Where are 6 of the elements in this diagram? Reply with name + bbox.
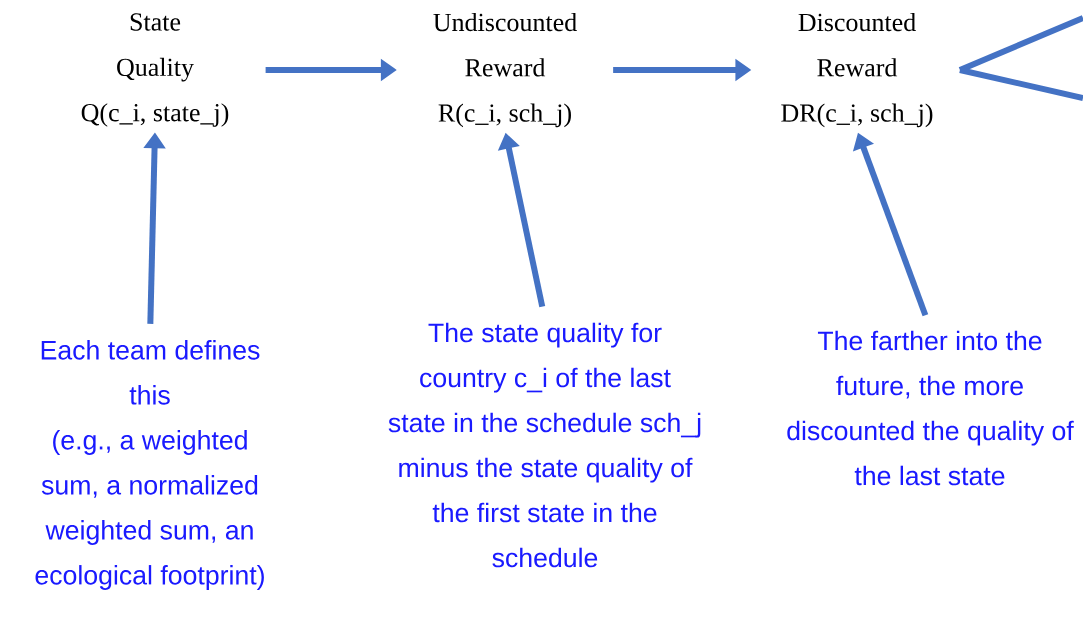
annotation-text: The state quality for country c_i of the last state in the schedule sch_j minus the state quality of the first state in the schedule — [388, 322, 701, 568]
term-label: Discounted Reward DR(c_i, sch_j) — [781, 12, 933, 128]
term-label: State Quality Q(c_i, state_j) — [81, 13, 229, 127]
annotation-text: Each team defines this (e.g., a weighted sum, a normalized weighted sum, an ecological footprint) — [35, 340, 264, 590]
term-label: Undiscounted Reward R(c_i, sch_j) — [433, 12, 577, 128]
annotation-text: The farther into the future, the more discounted the quality of the last state — [787, 330, 1074, 486]
